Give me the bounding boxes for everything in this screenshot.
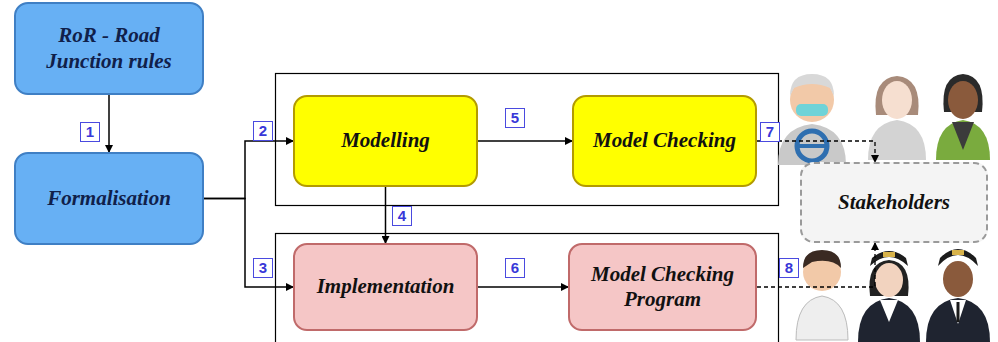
connector xyxy=(478,140,572,142)
man-figure xyxy=(796,250,848,340)
model-frame xyxy=(276,74,779,206)
woman-figure xyxy=(868,76,926,160)
connector xyxy=(108,95,110,152)
callout-number: 6 xyxy=(505,258,525,278)
implementation-frame xyxy=(276,234,779,342)
callout-number: 5 xyxy=(505,108,525,128)
program-box: Model Checking Program xyxy=(568,243,757,331)
box-label: Modelling xyxy=(341,128,430,153)
stakeholder-box: Stakeholders xyxy=(800,162,988,243)
callout-number: 2 xyxy=(253,121,273,141)
driver-figure xyxy=(778,74,846,165)
box-label: Model Checking Program xyxy=(580,262,745,312)
dashed-connector xyxy=(757,141,875,162)
woman-green-figure xyxy=(936,74,990,160)
model-box: Model Checking xyxy=(572,95,757,187)
model-box: Modelling xyxy=(293,95,478,187)
callout-number: 1 xyxy=(80,122,100,142)
pilot-man-figure xyxy=(926,249,990,342)
callout-number: 4 xyxy=(392,206,412,226)
pilot-woman-figure xyxy=(858,251,920,342)
connector xyxy=(204,199,293,288)
box-label: Formalisation xyxy=(47,186,171,211)
box-label: RoR - Road Junction rules xyxy=(26,23,192,73)
connector xyxy=(478,286,568,288)
callout-number: 3 xyxy=(253,258,273,278)
process-box: Formalisation xyxy=(14,152,204,245)
box-label: Stakeholders xyxy=(838,190,950,215)
connector xyxy=(385,187,387,243)
dashed-connector xyxy=(757,243,875,287)
program-box: Implementation xyxy=(293,243,478,331)
rule-source-box: RoR - Road Junction rules xyxy=(14,2,204,95)
box-label: Model Checking xyxy=(593,128,736,153)
box-label: Implementation xyxy=(317,274,455,299)
connector xyxy=(204,141,293,199)
callout-number: 8 xyxy=(779,258,799,278)
callout-number: 7 xyxy=(760,122,780,142)
